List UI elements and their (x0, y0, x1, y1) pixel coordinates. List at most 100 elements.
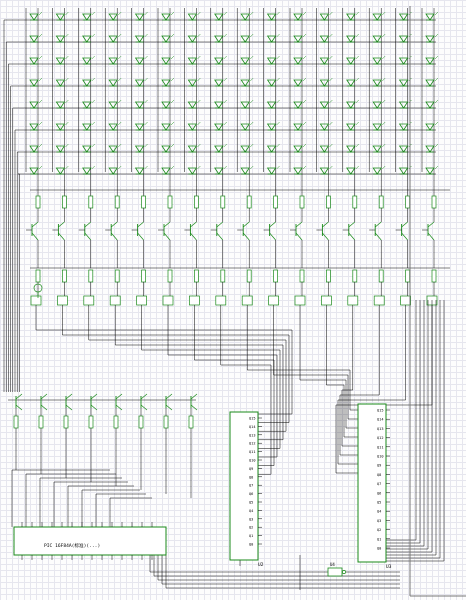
led-icon (55, 33, 69, 43)
led-icon (134, 143, 148, 153)
column-driver (184, 190, 200, 332)
led-icon (293, 165, 307, 175)
resistor-icon (167, 195, 173, 209)
led-icon (214, 121, 227, 131)
led-icon (346, 55, 359, 65)
led-icon (346, 121, 359, 131)
led-icon (29, 99, 43, 109)
led-icon (240, 55, 254, 65)
led-icon (319, 99, 333, 109)
led-icon (319, 77, 333, 87)
resistor-icon (431, 269, 437, 283)
led-icon (29, 11, 43, 21)
led-icon (134, 11, 148, 21)
transistor-icon (140, 393, 148, 411)
transistor-icon (26, 221, 39, 241)
led-icon (134, 165, 148, 175)
row-driver (13, 393, 23, 470)
buffer-icon (162, 295, 174, 306)
buffer-icon (268, 295, 279, 306)
mcu-chip: PIC 16F84A(标准)(...) (13, 522, 167, 560)
led-icon (425, 55, 439, 65)
led-icon (108, 11, 122, 21)
row-driver (63, 393, 73, 478)
led-icon (372, 143, 386, 153)
led-icon (161, 143, 175, 153)
resistor-icon (35, 269, 41, 283)
column-driver (158, 190, 174, 330)
led-icon (293, 143, 307, 153)
led-icon (319, 165, 333, 175)
column-driver (342, 190, 359, 328)
led-icon (319, 33, 333, 43)
resistor-icon (220, 269, 226, 283)
resistor-icon (167, 269, 173, 283)
led-icon (134, 77, 148, 87)
led-icon (214, 165, 227, 175)
transistor-icon (263, 221, 276, 241)
led-icon (29, 55, 43, 65)
led-icon (82, 165, 95, 175)
led-icon (372, 99, 386, 109)
led-icon (29, 77, 43, 87)
decoder-pin-label: Q7 (377, 482, 381, 486)
led-icon (346, 77, 359, 87)
resistor-icon (88, 415, 94, 429)
decoder-pin-label: Q3 (249, 517, 253, 521)
decoder-pin-label: Q4 (377, 510, 381, 514)
led-icon (55, 165, 69, 175)
led-icon (425, 33, 439, 43)
led-icon (346, 143, 359, 153)
buffer-icon (109, 295, 121, 306)
led-icon (55, 99, 69, 109)
row-driver (38, 393, 48, 474)
column-driver (131, 190, 147, 328)
decoder-pin-label: Q4 (249, 509, 253, 513)
led-icon (134, 121, 148, 131)
buffer-icon (400, 295, 411, 306)
led-icon (187, 77, 201, 87)
decoder-pin-label: Q5 (377, 501, 381, 505)
led-icon (266, 99, 280, 109)
decoder-pin-label: Q1 (377, 537, 381, 541)
led-icon (29, 165, 43, 175)
decoder-left-label: U2 (258, 562, 264, 568)
led-icon (55, 11, 69, 21)
led-icon (214, 143, 227, 153)
led-icon (29, 143, 43, 153)
buffer-icon (241, 295, 253, 306)
led-icon (82, 11, 95, 21)
row-driver (113, 393, 123, 486)
led-icon (293, 121, 307, 131)
led-icon (293, 77, 307, 87)
led-icon (29, 121, 43, 131)
led-icon (187, 165, 201, 175)
decoder-pin-label: Q12 (249, 442, 256, 446)
led-icon (346, 33, 359, 43)
row-driver (163, 393, 173, 494)
frame-border (409, 6, 466, 597)
decoder-pin-label: Q0 (249, 543, 253, 547)
led-icon (266, 121, 280, 131)
column-driver (395, 190, 411, 332)
row-driver (138, 393, 148, 490)
column-driver (263, 190, 279, 322)
transistor-icon (131, 221, 144, 241)
decoder-pin-label: Q5 (249, 501, 253, 505)
decoder-pin-label: Q12 (377, 436, 384, 440)
resistor-icon (220, 195, 226, 209)
led-icon (372, 121, 386, 131)
led-icon (240, 121, 254, 131)
transistor-icon (395, 221, 408, 241)
led-icon (82, 55, 95, 65)
decoder-right-label: U3 (386, 564, 392, 570)
led-icon (425, 121, 439, 131)
buffer-icon (83, 295, 95, 306)
transistor-icon (90, 393, 98, 411)
decoder-pin-label: Q2 (377, 528, 381, 532)
transistor-icon (52, 221, 65, 241)
led-icon (214, 77, 227, 87)
led-icon (187, 99, 201, 109)
resistor-icon (114, 269, 120, 283)
